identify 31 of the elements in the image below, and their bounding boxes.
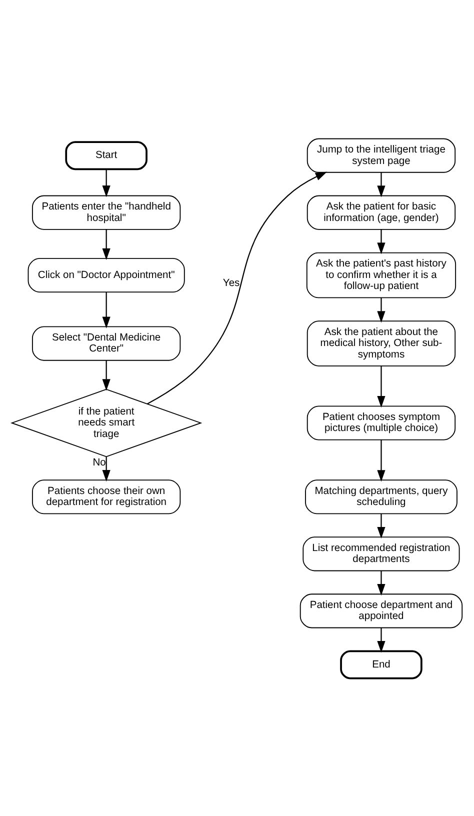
arrow [102, 456, 110, 482]
arrow [102, 168, 110, 197]
arrow [377, 513, 386, 538]
arrow [377, 628, 386, 652]
node-box: Start [65, 140, 148, 170]
arrow [377, 229, 386, 254]
arrow [102, 292, 110, 328]
arrow [377, 172, 386, 197]
node-box: Select "Dental Medicine Center" [32, 326, 181, 360]
arrow [102, 229, 110, 260]
arrow [147, 171, 328, 404]
edge-label: No [92, 456, 106, 468]
node-box: Ask the patient for basic information (age, gender) [306, 194, 456, 230]
node-diamond: if the patient needs smart triage [10, 388, 202, 457]
node-box: Ask the patient's past history to confirm whether it is a follow-up patient [306, 252, 456, 298]
node-box: Patient choose department and appointed [300, 593, 463, 628]
edge-label: Yes [222, 277, 240, 288]
node-box: List recommended registration departments [302, 536, 460, 571]
node-box: Patient chooses symptom pictures (multiple choice) [306, 405, 456, 440]
arrow [377, 366, 386, 408]
node-box: Matching departments, query scheduling [305, 479, 458, 514]
node-box: Jump to the intelligent triage system page [306, 138, 456, 172]
node-box: Click on "Doctor Appointment" [28, 257, 185, 292]
arrow [377, 439, 386, 482]
arrow [377, 570, 386, 596]
arrow [377, 297, 386, 322]
node-box: Patients enter the "handheld hospital" [32, 194, 181, 230]
node-box: Patients choose their own department for registration [32, 479, 181, 514]
node-box: Ask the patient about the medical history, Other sub-symptoms [306, 320, 456, 366]
node-box: End [340, 650, 422, 679]
arrow [102, 360, 110, 390]
